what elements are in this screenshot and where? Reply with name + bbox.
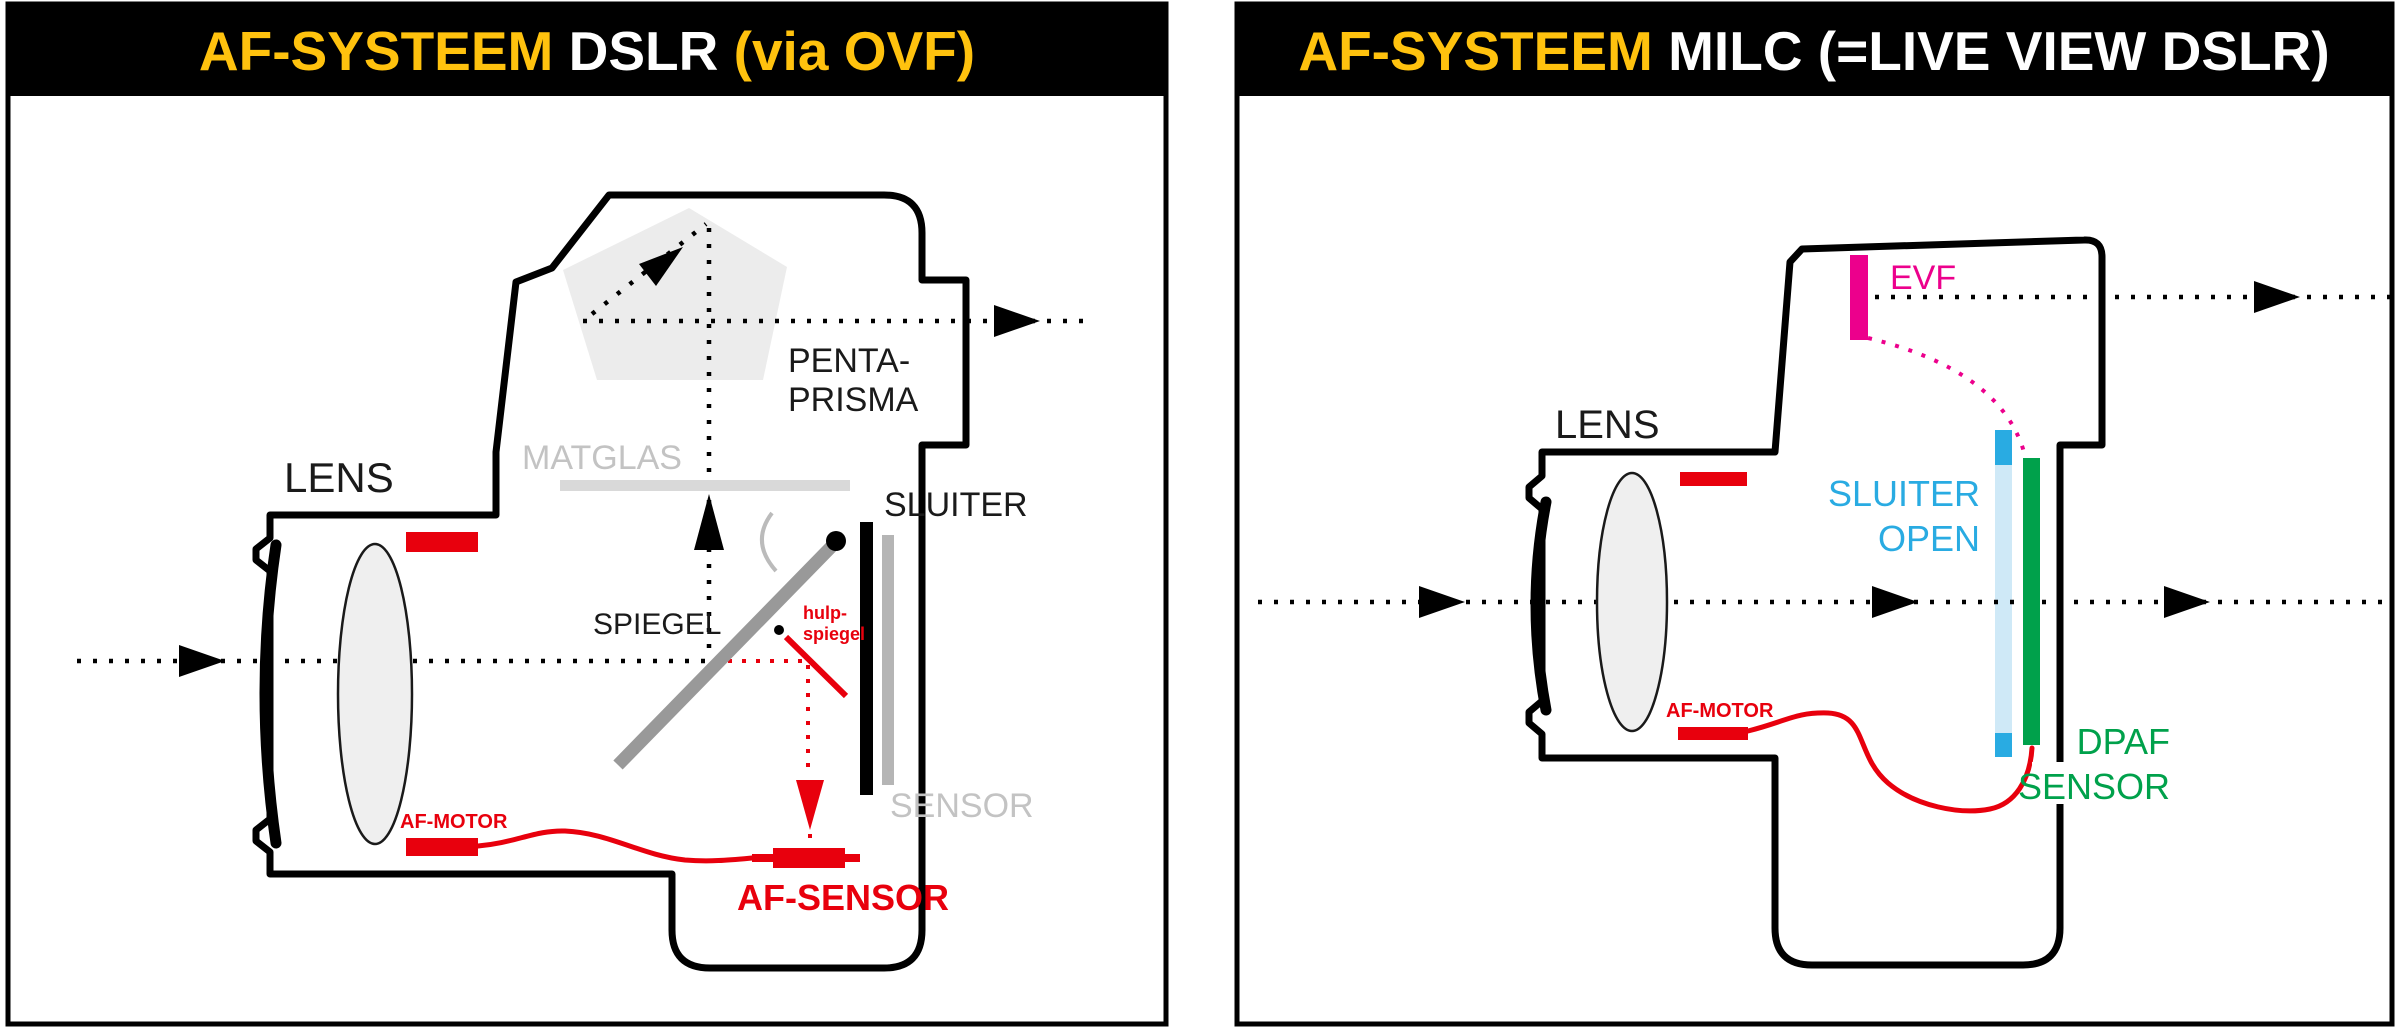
dslr-panel-title: AF-SYSTEEM DSLR (via OVF) [199, 20, 975, 82]
shutter-bottom-cap [1995, 733, 2012, 757]
pentaprism-shape [563, 208, 787, 380]
hulp-spiegel-label-line2: spiegel [803, 624, 865, 644]
dslr-lens-label: LENS [284, 454, 394, 501]
milc-lens-top-red-bar [1680, 472, 1747, 486]
dslr-sensor-bar [882, 535, 894, 785]
dslr-lens-front-element [259, 539, 282, 849]
af-down-arrow-icon [796, 780, 824, 830]
main-mirror [613, 540, 838, 770]
pentaprisma-label-line1: PENTA- [788, 342, 910, 380]
milc-mid-arrow-icon [1872, 586, 1918, 618]
af-sensor-bar [773, 848, 845, 868]
sluiter-open-label-line2: OPEN [1878, 518, 1980, 559]
dpaf-label-line1: DPAF [2077, 721, 2170, 762]
dslr-af-motor-wire [475, 828, 755, 864]
dslr-lens-element [336, 542, 414, 846]
evf-feed-curve [1867, 336, 2026, 453]
dslr-af-motor-bar [406, 838, 478, 856]
evf-bar [1850, 255, 1868, 340]
spiegel-label: SPIEGEL [593, 608, 721, 641]
milc-panel: AF-SYSTEEM MILC (=LIVE VIEW DSLR) LENS E… [1234, 1, 2395, 1027]
milc-panel-title: AF-SYSTEEM MILC (=LIVE VIEW DSLR) [1298, 20, 2329, 82]
milc-af-motor-bar [1678, 727, 1748, 740]
pentaprisma-label-line2: PRISMA [788, 381, 919, 419]
dpaf-sensor-bar [2023, 458, 2040, 745]
sluiter-open-label-line1: SLUITER [1828, 473, 1980, 514]
matglas-up-arrow-icon [694, 494, 724, 550]
shutter-top-cap [1995, 430, 2012, 465]
sub-mirror [783, 634, 849, 699]
evf-label: EVF [1890, 259, 1956, 297]
milc-lens-front-element [1530, 496, 1552, 716]
hulp-spiegel-label-line1: hulp- [803, 603, 847, 623]
dslr-entry-arrow-icon [179, 645, 225, 677]
milc-af-motor-wire [1745, 710, 2035, 814]
milc-camera-body-outline [1525, 236, 2106, 969]
mirror-swing-arc [759, 511, 778, 573]
pentaprism-arrow-icon [639, 247, 683, 286]
mirror-pivot-dot [826, 531, 846, 551]
dslr-exit-arrow-icon [994, 305, 1040, 337]
evf-exit-arrow-icon [2254, 281, 2300, 313]
dslr-header-bar [8, 4, 1166, 96]
milc-lens-element [1595, 471, 1669, 733]
milc-af-motor-label: AF-MOTOR [1666, 700, 1774, 722]
milc-exit-arrow-icon [2164, 586, 2210, 618]
dslr-camera-body-outline [252, 191, 970, 972]
dslr-sensor-label: SENSOR [890, 787, 1034, 825]
dslr-shutter-bar [860, 522, 873, 795]
milc-header-bar [1237, 4, 2392, 96]
dpaf-label-backdrop [2032, 762, 2182, 804]
matglas-bar [560, 480, 850, 491]
dslr-panel: AF-SYSTEEM DSLR (via OVF) [5, 1, 1169, 1027]
af-sensor-label: AF-SENSOR [737, 877, 949, 918]
dslr-lens-top-red-bar [406, 532, 478, 552]
dpaf-label-line2: SENSOR [2018, 766, 2170, 807]
dslr-af-motor-label: AF-MOTOR [400, 811, 508, 833]
shutter-open-bar [1995, 430, 2012, 757]
matglas-label: MATGLAS [522, 439, 682, 477]
milc-lens-label: LENS [1555, 403, 1660, 447]
dslr-sluiter-label: SLUITER [884, 486, 1028, 524]
sub-mirror-pivot-dot [774, 625, 784, 635]
milc-entry-arrow-icon [1419, 586, 1465, 618]
